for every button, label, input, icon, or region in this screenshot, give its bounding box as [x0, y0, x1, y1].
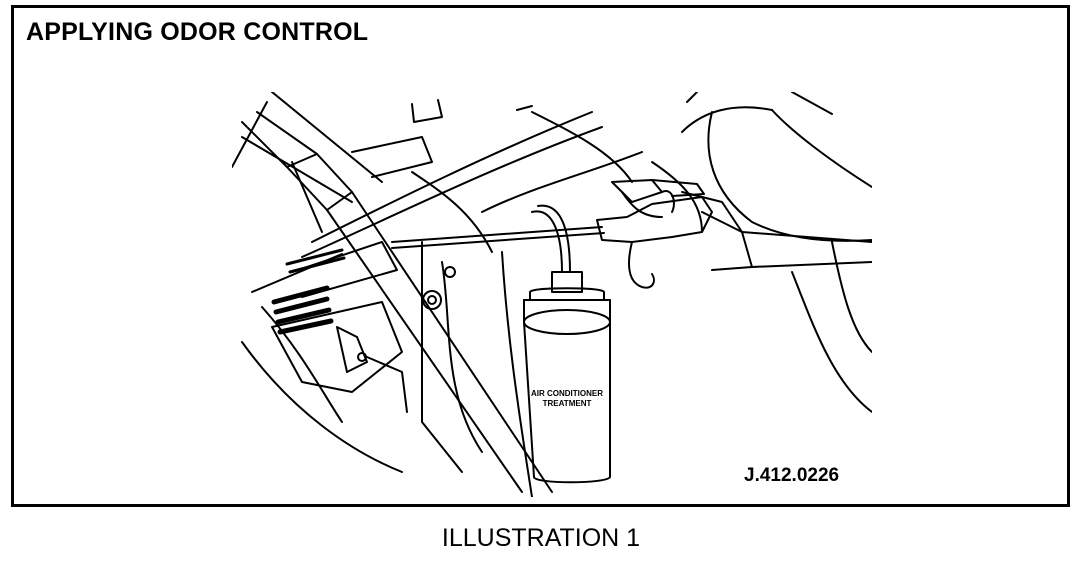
reference-code: J.412.0226 [744, 465, 840, 486]
bottle-label-line-2: TREATMENT [543, 399, 592, 408]
cowl-panel [241, 105, 603, 497]
nozzle-tube [391, 204, 605, 273]
bottle-label-line-1: AIR CONDITIONER [531, 389, 603, 398]
engine-bay-panels [232, 92, 872, 413]
figure-title: APPLYING ODOR CONTROL [26, 18, 369, 46]
illustration-frame: APPLYING ODOR CONTROL [11, 5, 1070, 507]
odor-control-line-drawing: AIR CONDITIONER TREATMENT [232, 92, 872, 497]
air-blow-gun [596, 179, 872, 289]
hood-prop-rod [241, 111, 553, 493]
figure-caption: ILLUSTRATION 1 [0, 524, 1088, 553]
bolt [357, 266, 456, 362]
vent-grille [271, 248, 346, 335]
figure-caption-text: ILLUSTRATION 1 [441, 524, 641, 552]
treatment-bottle [522, 271, 612, 484]
